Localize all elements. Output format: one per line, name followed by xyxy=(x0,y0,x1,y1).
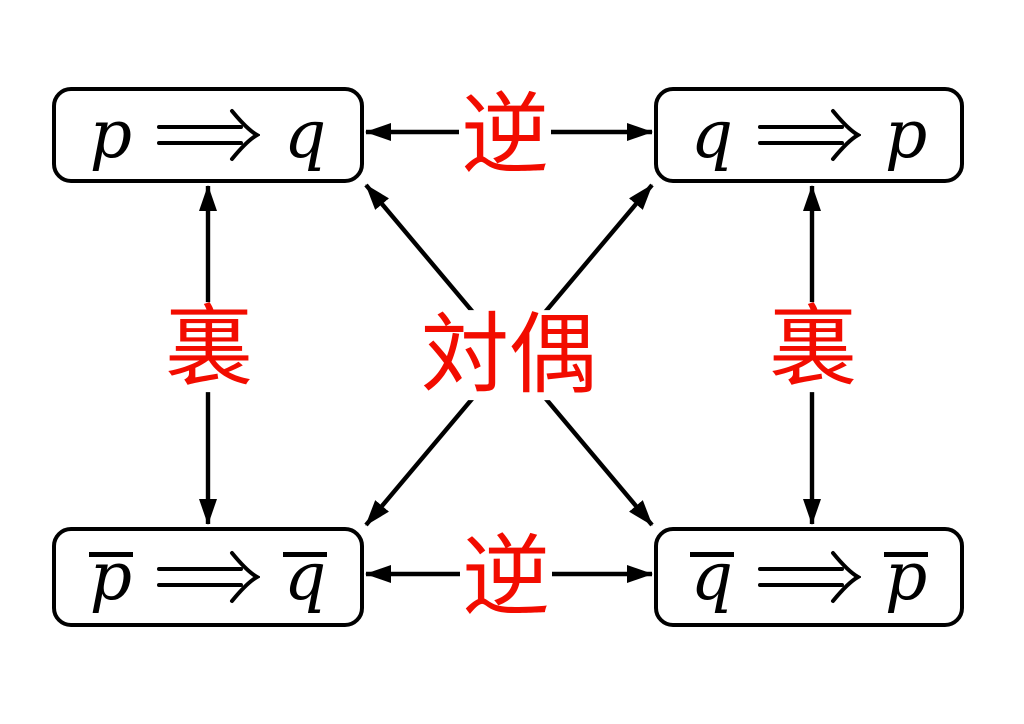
math-letter-lhs: p xyxy=(89,96,132,173)
label-converse-bottom: 逆 xyxy=(459,525,553,629)
math-letter-rhs-bar: q xyxy=(282,538,328,615)
math-letter-rhs: p xyxy=(885,96,928,173)
node-not-p-implies-not-q: p q xyxy=(52,527,364,627)
long-double-right-arrow-icon xyxy=(157,109,260,161)
node-not-q-implies-not-p: q p xyxy=(654,527,964,627)
math-letter-lhs-bar: p xyxy=(88,538,134,615)
label-contrapositive: 対偶 xyxy=(418,303,600,407)
math-letter-lhs-bar: q xyxy=(689,538,735,615)
node-p-implies-q: p q xyxy=(52,87,364,183)
math-letter-rhs-bar: p xyxy=(883,538,929,615)
label-inverse-left: 裏 xyxy=(162,295,256,399)
math-letter-lhs: q xyxy=(690,96,733,173)
label-inverse-right: 裏 xyxy=(766,295,860,399)
long-double-right-arrow-icon xyxy=(157,551,260,603)
node-q-implies-p: q p xyxy=(654,87,964,183)
long-double-right-arrow-icon xyxy=(758,109,861,161)
math-letter-rhs: q xyxy=(284,96,327,173)
long-double-right-arrow-icon xyxy=(758,551,861,603)
label-converse-top: 逆 xyxy=(458,83,552,187)
